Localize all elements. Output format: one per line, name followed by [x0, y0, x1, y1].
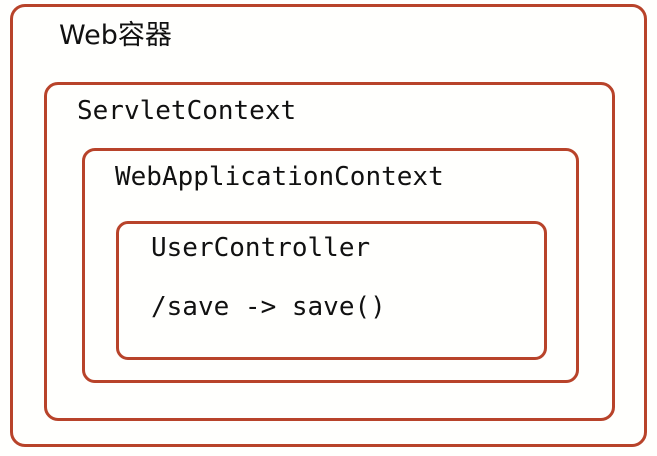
web-application-context-box	[82, 148, 579, 383]
servlet-context-label: ServletContext	[77, 96, 297, 126]
web-application-context-label: WebApplicationContext	[115, 162, 444, 192]
user-controller-route-mapping-label: /save -> save()	[151, 292, 386, 322]
user-controller-box	[116, 221, 547, 360]
web-container-label: Web容器	[59, 20, 172, 51]
web-container-box	[10, 4, 647, 447]
servlet-context-box	[44, 82, 615, 421]
user-controller-label: UserController	[151, 233, 371, 263]
